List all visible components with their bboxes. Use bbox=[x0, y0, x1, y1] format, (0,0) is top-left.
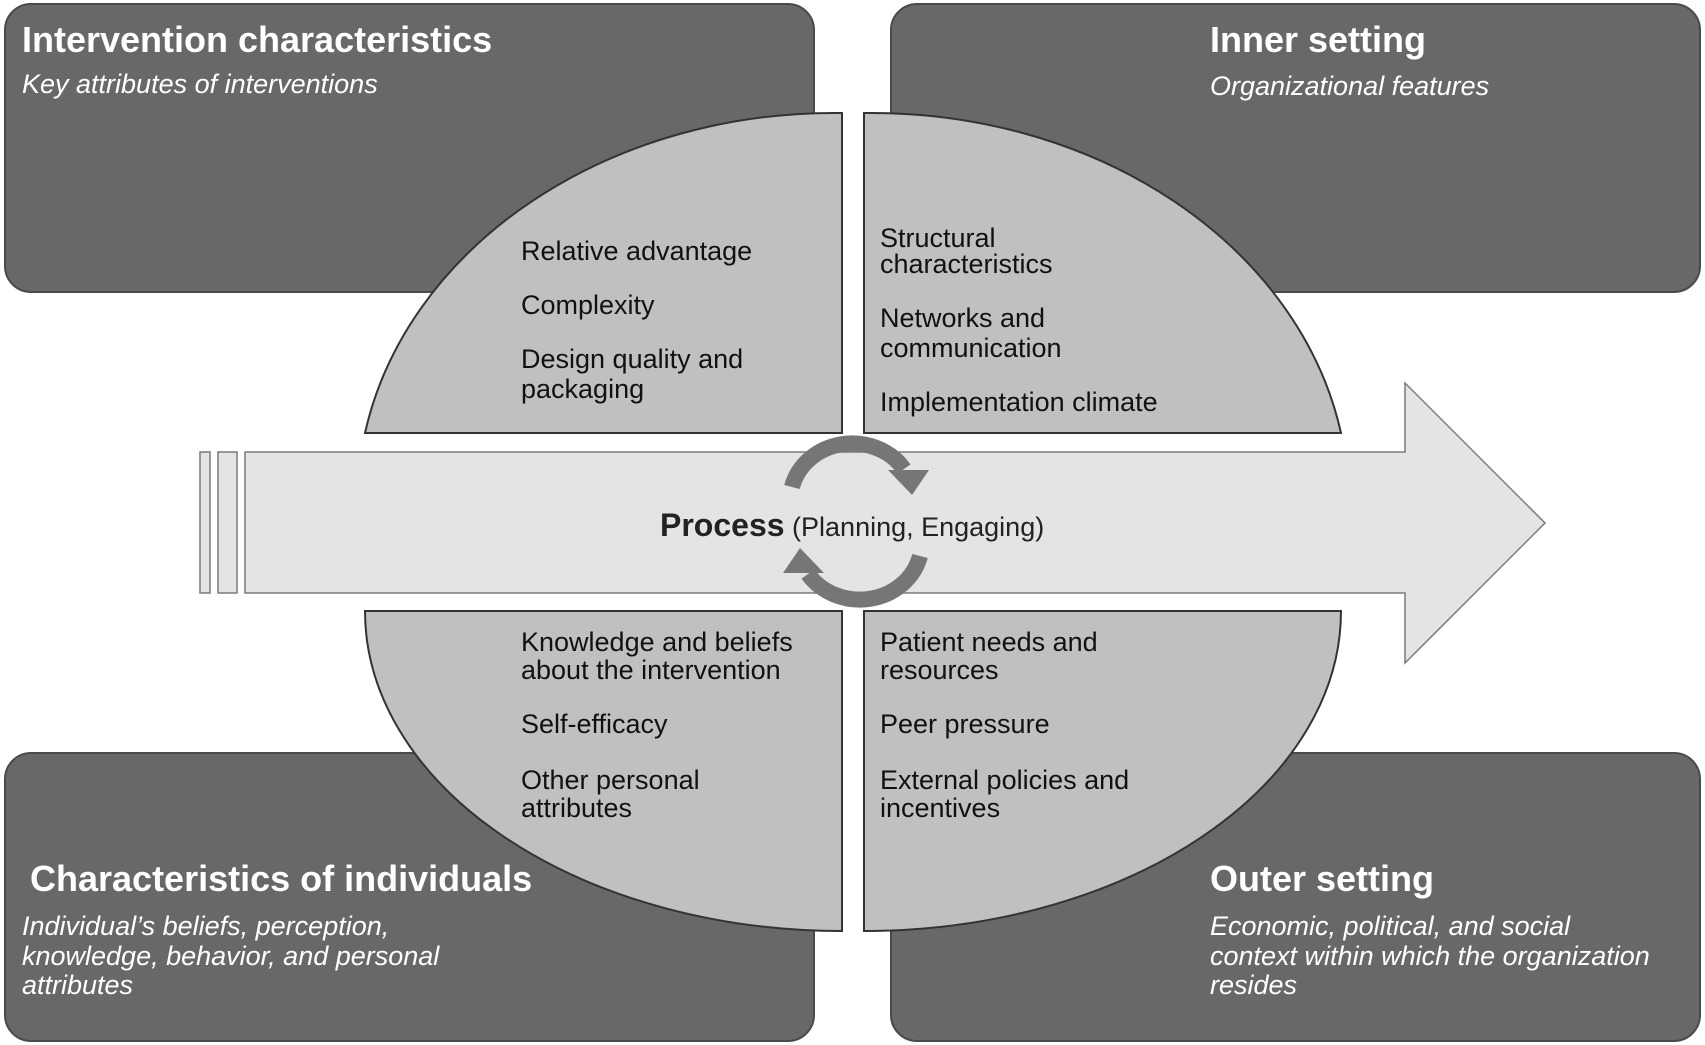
outer-subtitle-line-3: resides bbox=[1210, 970, 1298, 1000]
item-relative-advantage: Relative advantage bbox=[521, 236, 753, 266]
ellipse-quadrant-top-left bbox=[363, 111, 843, 434]
intervention-characteristics-title: Intervention characteristics bbox=[22, 19, 493, 60]
arrow-tail-stripe-2 bbox=[217, 451, 238, 594]
intervention-characteristics-subtitle: Key attributes of interventions bbox=[22, 69, 378, 99]
item-other-personal-line-2: attributes bbox=[521, 793, 633, 823]
item-peer-pressure: Peer pressure bbox=[880, 709, 1050, 739]
item-external-policies-line-1: External policies and bbox=[880, 765, 1130, 795]
item-design-quality-line-2: packaging bbox=[521, 374, 645, 404]
process-label-bold: Process bbox=[660, 507, 785, 543]
inner-setting-subtitle: Organizational features bbox=[1210, 71, 1490, 101]
ellipse-quadrant-bottom-left bbox=[363, 610, 843, 933]
item-knowledge-line-2: about the intervention bbox=[521, 655, 781, 685]
item-structural-line-2: characteristics bbox=[880, 249, 1053, 279]
process-cycle-icon bbox=[783, 435, 929, 608]
item-networks-line-1: Networks and bbox=[880, 303, 1046, 333]
process-arrow bbox=[244, 381, 1547, 665]
cycle-arrowhead-top bbox=[888, 470, 929, 495]
outer-setting-title: Outer setting bbox=[1210, 858, 1435, 899]
individuals-subtitle-line-3: attributes bbox=[22, 970, 134, 1000]
item-self-efficacy: Self-efficacy bbox=[521, 709, 668, 739]
cycle-arc-bottom bbox=[801, 553, 928, 608]
cycle-arrowhead-bottom bbox=[783, 548, 824, 573]
item-patient-needs-line-2: resources bbox=[880, 655, 999, 685]
item-complexity: Complexity bbox=[521, 290, 655, 320]
characteristics-of-individuals-title: Characteristics of individuals bbox=[30, 858, 533, 899]
individuals-subtitle-line-1: Individual’s beliefs, perception, bbox=[22, 911, 390, 941]
process-label-detail: (Planning, Engaging) bbox=[784, 512, 1045, 542]
arrow-tail-stripe-1 bbox=[199, 451, 211, 594]
item-external-policies-line-2: incentives bbox=[880, 793, 1001, 823]
item-patient-needs-line-1: Patient needs and bbox=[880, 627, 1098, 657]
inner-setting-title: Inner setting bbox=[1210, 19, 1427, 60]
individuals-subtitle-line-2: knowledge, behavior, and personal bbox=[22, 941, 440, 971]
item-structural-line-1: Structural bbox=[880, 223, 996, 253]
item-design-quality-line-1: Design quality and bbox=[521, 344, 744, 374]
outer-subtitle-line-1: Economic, political, and social bbox=[1210, 911, 1571, 941]
item-other-personal-line-1: Other personal bbox=[521, 765, 700, 795]
item-networks-line-2: communication bbox=[880, 333, 1062, 363]
ellipse-quadrant-top-right bbox=[863, 111, 1343, 434]
outer-subtitle-line-2: context within which the organization bbox=[1210, 941, 1650, 971]
ellipse-quadrant-bottom-right bbox=[863, 610, 1343, 933]
item-knowledge-line-1: Knowledge and beliefs bbox=[521, 627, 793, 657]
cycle-arc-top bbox=[784, 435, 911, 490]
process-label: Process (Planning, Engaging) bbox=[660, 508, 1044, 544]
item-implementation-climate: Implementation climate bbox=[880, 387, 1158, 417]
